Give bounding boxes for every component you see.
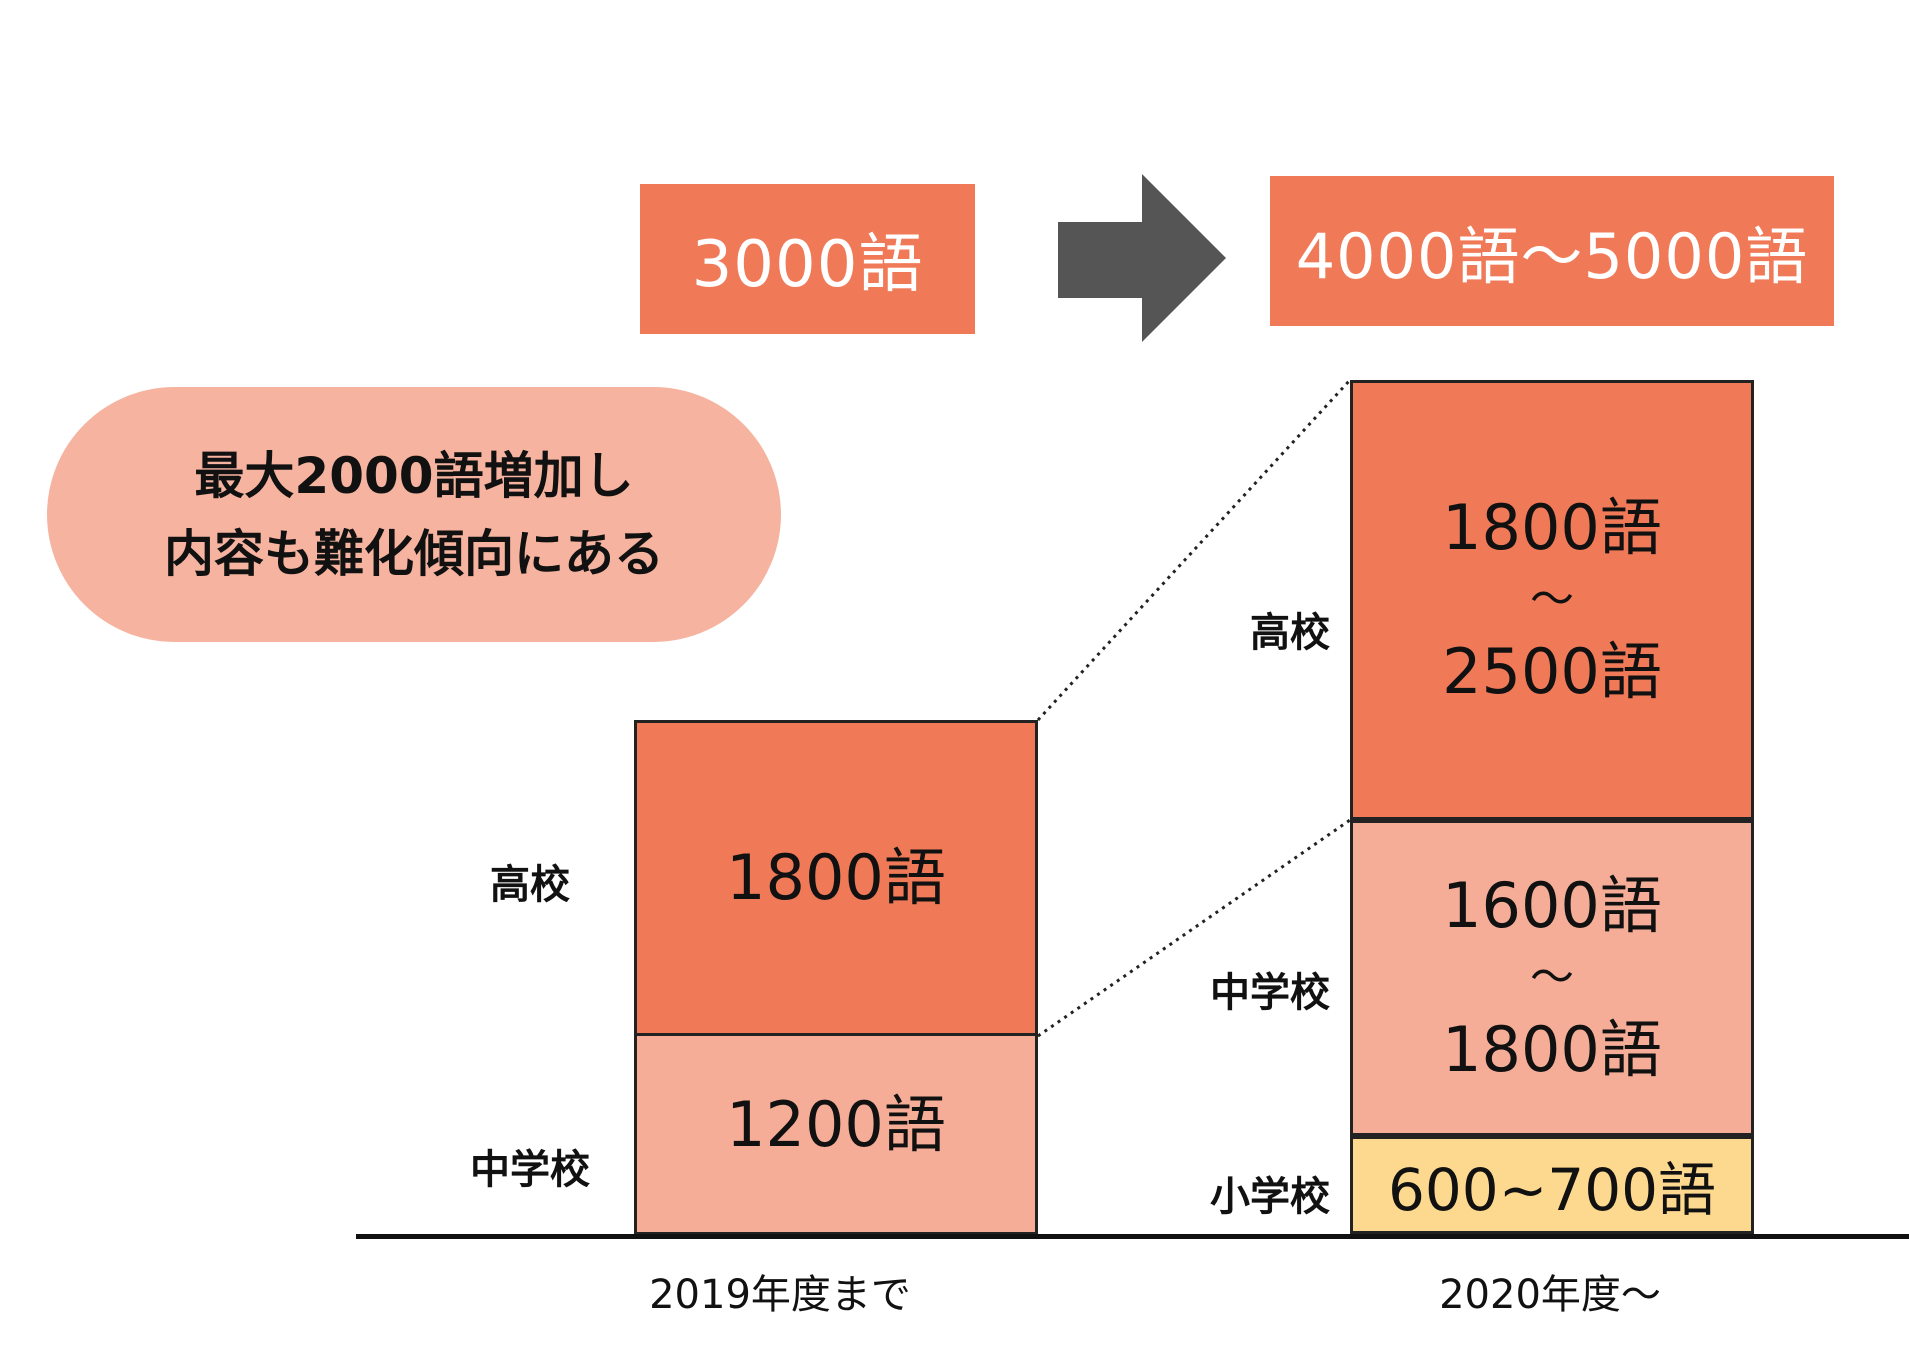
after-total-box: 4000語～5000語 bbox=[1270, 176, 1834, 326]
before-high-school-label: 高校 bbox=[490, 862, 570, 908]
after-middle-school-value-from: 1600語 bbox=[1442, 869, 1662, 942]
after-high-school-tilde: ～ bbox=[1530, 574, 1574, 625]
after-high-school-value-from: 1800語 bbox=[1442, 491, 1662, 564]
before-middle-school-segment: 1200語 bbox=[634, 1033, 1038, 1235]
callout-line-1: 最大2000語増加し bbox=[194, 446, 634, 505]
after-total-label: 4000語～5000語 bbox=[1295, 220, 1809, 293]
after-elementary-school-value: 600~700語 bbox=[1387, 1156, 1716, 1224]
after-high-school-label: 高校 bbox=[1250, 610, 1330, 656]
before-total-label: 3000語 bbox=[691, 228, 924, 302]
after-middle-school-segment: 1600語 ～ 1800語 bbox=[1350, 820, 1754, 1136]
before-period-label: 2019年度まで bbox=[649, 1272, 911, 1318]
after-high-school-value-to: 2500語 bbox=[1442, 635, 1662, 708]
after-high-school-segment: 1800語 ～ 2500語 bbox=[1350, 380, 1754, 820]
before-high-school-segment: 1800語 bbox=[634, 720, 1038, 1036]
after-middle-school-value-to: 1800語 bbox=[1442, 1013, 1662, 1086]
increase-callout: 最大2000語増加し 内容も難化傾向にある bbox=[47, 387, 781, 642]
after-elementary-school-label: 小学校 bbox=[1210, 1174, 1330, 1220]
right-arrow-icon bbox=[1058, 174, 1226, 342]
after-middle-school-tilde: ～ bbox=[1530, 952, 1574, 1003]
after-elementary-school-segment: 600~700語 bbox=[1350, 1136, 1754, 1234]
baseline bbox=[356, 1234, 1909, 1239]
before-high-school-value: 1800語 bbox=[726, 841, 946, 914]
callout-line-2: 内容も難化傾向にある bbox=[164, 524, 664, 583]
before-total-box: 3000語 bbox=[640, 184, 975, 334]
after-middle-school-label: 中学校 bbox=[1210, 970, 1330, 1016]
after-period-label: 2020年度～ bbox=[1439, 1272, 1661, 1318]
before-middle-school-value: 1200語 bbox=[726, 1088, 946, 1161]
before-middle-school-label: 中学校 bbox=[470, 1147, 590, 1193]
